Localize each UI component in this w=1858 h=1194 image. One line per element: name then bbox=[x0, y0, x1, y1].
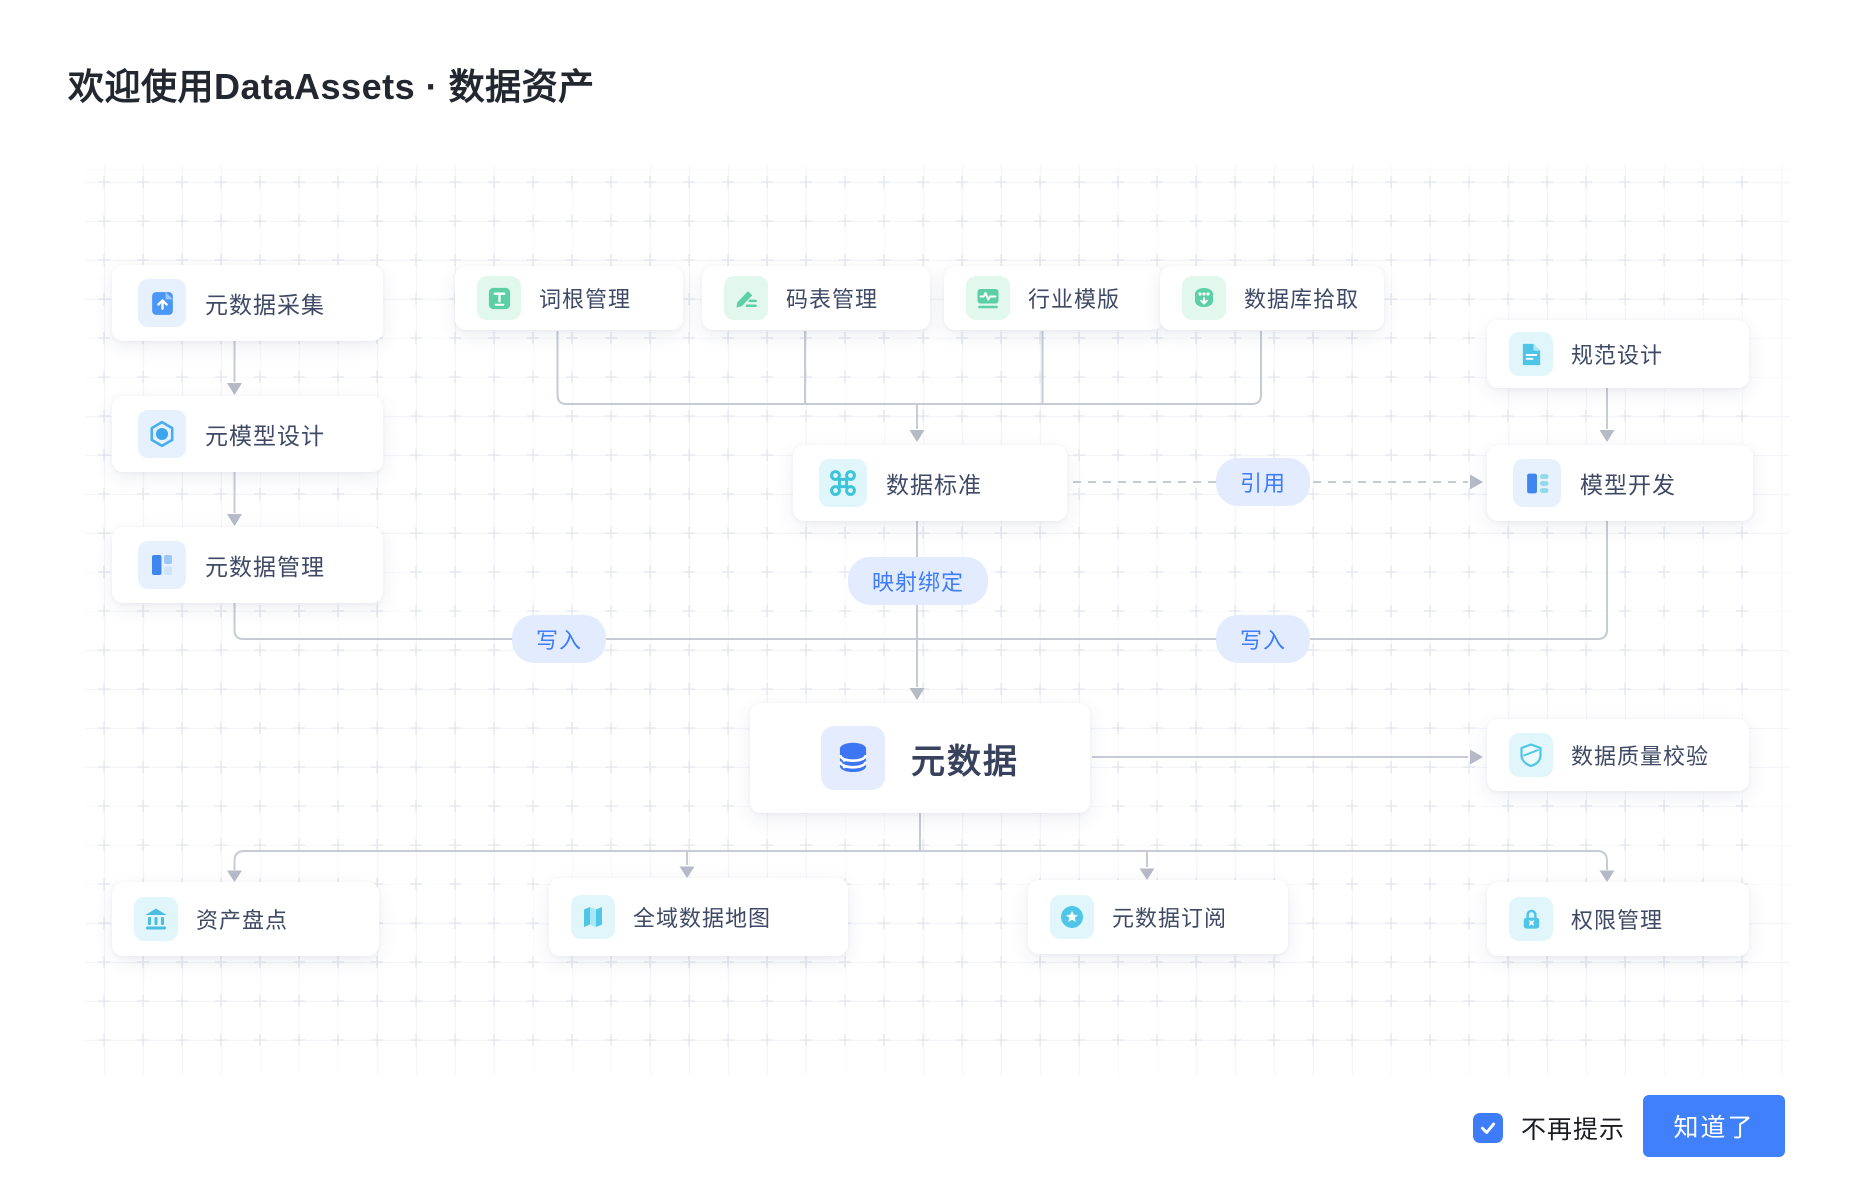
document-icon bbox=[1509, 332, 1553, 376]
node-permission-management: 权限管理 bbox=[1487, 882, 1749, 956]
node-label: 元数据采集 bbox=[205, 292, 325, 318]
node-label: 模型开发 bbox=[1580, 472, 1676, 498]
layout-columns-icon bbox=[1513, 459, 1561, 507]
letter-t-icon bbox=[477, 276, 521, 320]
upload-file-icon bbox=[138, 279, 186, 327]
node-label: 元数据 bbox=[911, 742, 1019, 781]
command-icon bbox=[819, 459, 867, 507]
node-label: 数据标准 bbox=[886, 472, 982, 498]
grid-layout-icon bbox=[138, 541, 186, 589]
node-word-root-management: 词根管理 bbox=[455, 266, 683, 330]
edge-label-mapping-binding: 映射绑定 bbox=[847, 557, 989, 605]
node-data-quality-check: 数据质量校验 bbox=[1487, 719, 1749, 791]
node-label: 资产盘点 bbox=[196, 908, 289, 933]
node-metadata-management: 元数据管理 bbox=[112, 527, 383, 603]
node-metadata-collection: 元数据采集 bbox=[112, 265, 383, 341]
node-label: 元数据管理 bbox=[205, 554, 325, 580]
edge-label-write-left: 写入 bbox=[511, 615, 607, 663]
edge-label-write-right: 写入 bbox=[1215, 615, 1311, 663]
database-icon bbox=[821, 726, 885, 790]
bank-icon bbox=[134, 897, 178, 941]
dont-remind-label[interactable]: 不再提示 bbox=[1521, 1116, 1626, 1144]
node-asset-inventory: 资产盘点 bbox=[112, 882, 379, 956]
node-database-pickup: 数据库拾取 bbox=[1160, 266, 1384, 330]
pulse-template-icon bbox=[966, 276, 1010, 320]
node-metadata-subscription: 元数据订阅 bbox=[1028, 880, 1288, 954]
node-label: 码表管理 bbox=[786, 287, 879, 312]
checkbox-checked-icon[interactable] bbox=[1473, 1113, 1503, 1143]
node-label: 行业模版 bbox=[1028, 287, 1121, 312]
node-code-table-management: 码表管理 bbox=[702, 266, 930, 330]
node-industry-template: 行业模版 bbox=[944, 266, 1163, 330]
node-label: 规范设计 bbox=[1571, 343, 1664, 368]
database-download-icon bbox=[1182, 276, 1226, 320]
node-label: 全域数据地图 bbox=[633, 906, 772, 931]
node-model-development: 模型开发 bbox=[1487, 445, 1753, 521]
lock-icon bbox=[1509, 897, 1553, 941]
dont-remind-checkbox-row[interactable]: 不再提示 bbox=[1473, 1110, 1625, 1146]
node-metamodel-design: 元模型设计 bbox=[112, 396, 383, 472]
node-spec-design: 规范设计 bbox=[1487, 320, 1749, 388]
node-label: 词根管理 bbox=[539, 287, 632, 312]
node-label: 元数据订阅 bbox=[1112, 906, 1228, 931]
hexagon-model-icon bbox=[138, 410, 186, 458]
pencil-edit-icon bbox=[724, 276, 768, 320]
got-it-button[interactable]: 知道了 bbox=[1643, 1095, 1785, 1157]
node-global-data-map: 全域数据地图 bbox=[549, 878, 848, 956]
node-label: 元模型设计 bbox=[205, 423, 325, 449]
node-label: 数据库拾取 bbox=[1244, 287, 1360, 312]
star-circle-icon bbox=[1050, 895, 1094, 939]
map-icon bbox=[571, 895, 615, 939]
page-title: 欢迎使用DataAssets · 数据资产 bbox=[68, 66, 595, 107]
edge-label-reference: 引用 bbox=[1215, 458, 1311, 506]
node-metadata: 元数据 bbox=[750, 703, 1090, 813]
node-data-standard: 数据标准 bbox=[793, 445, 1067, 521]
node-label: 数据质量校验 bbox=[1571, 744, 1710, 769]
node-label: 权限管理 bbox=[1571, 908, 1664, 933]
shield-icon bbox=[1509, 733, 1553, 777]
